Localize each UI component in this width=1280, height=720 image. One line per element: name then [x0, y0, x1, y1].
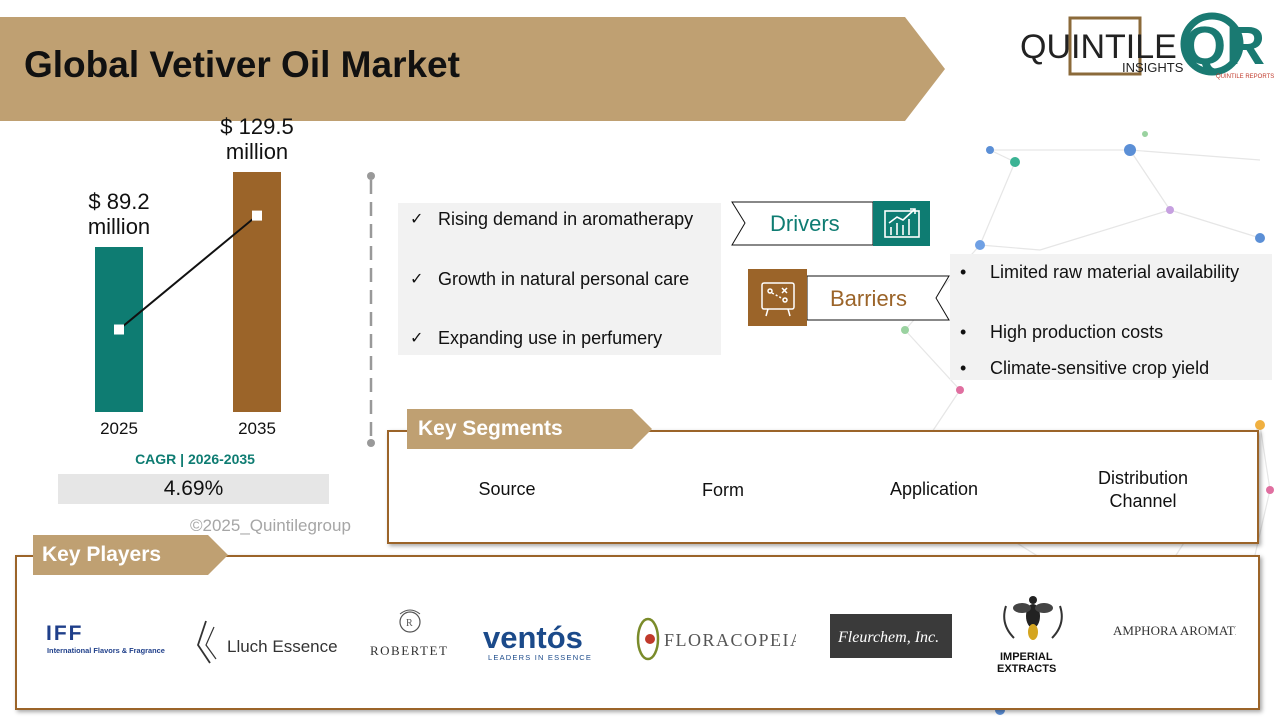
- bullet-icon: •: [960, 262, 967, 282]
- drivers-list: ✓Rising demand in aromatherapy ✓Growth i…: [398, 203, 721, 355]
- amphora-aromatics-logo: AMPHORA AROMATICS: [1113, 623, 1236, 638]
- svg-text:AMPHORA AROMATICS: AMPHORA AROMATICS: [1113, 623, 1236, 638]
- key-players-title: Key Players: [42, 543, 162, 566]
- segment-application: Application: [889, 479, 979, 499]
- brand-name: QUINTILE: [1020, 28, 1177, 66]
- key-segments-header: [407, 409, 652, 449]
- drivers-tag: [731, 201, 930, 246]
- check-icon: ✓: [410, 330, 424, 347]
- svg-text:ventós: ventós: [483, 620, 583, 655]
- brand-mark-sub: QUINTILE REPORTS: [1216, 74, 1274, 80]
- cagr-value: 4.69%: [58, 474, 329, 504]
- bullet-icon: •: [960, 322, 967, 342]
- iff-logo: IFF International Flavors & Fragrances: [46, 622, 165, 655]
- lluch-essence-logo: Lluch Essence: [197, 620, 338, 664]
- floracopeia-logo: FLORACOPEIA: [636, 617, 796, 661]
- svg-text:IFF: IFF: [46, 622, 84, 645]
- quintile-insights-logo: QUINTILE INSIGHTS QR QUINTILE REPORTS: [1020, 12, 1274, 80]
- strategy-board-icon: [761, 282, 795, 317]
- copyright-text: ©2025_Quintilegroup: [190, 516, 351, 535]
- svg-text:FLORACOPEIA: FLORACOPEIA: [664, 630, 796, 650]
- svg-text:Fleurchem, Inc.: Fleurchem, Inc.: [837, 629, 939, 646]
- segment-source: Source: [478, 479, 536, 499]
- trend-line-segment: [118, 214, 258, 331]
- fleurchem-logo: Fleurchem, Inc.: [830, 614, 952, 658]
- cagr-label: CAGR | 2026-2035: [135, 451, 255, 467]
- barriers-tag: [748, 269, 950, 326]
- svg-text:Lluch Essence: Lluch Essence: [227, 637, 338, 656]
- growth-chart-icon: [884, 208, 920, 238]
- bullet-icon: •: [960, 358, 967, 378]
- trend-line: [114, 210, 262, 335]
- brand-mark: QR: [1184, 16, 1265, 76]
- key-segments-panel: [387, 430, 1259, 544]
- ventos-logo: ventós LEADERS IN ESSENCE: [483, 620, 592, 662]
- barrier-item: •Limited raw material availability: [960, 262, 1240, 282]
- driver-item: ✓Growth in natural personal care: [410, 269, 690, 289]
- data-point-2025: [114, 324, 124, 335]
- svg-text:R: R: [406, 618, 413, 629]
- svg-text:ROBERTET: ROBERTET: [370, 643, 448, 658]
- check-icon: ✓: [410, 271, 424, 288]
- segment-form: Form: [702, 480, 744, 500]
- segment-distribution-channel: Distribution Channel: [1097, 468, 1189, 511]
- svg-text:LEADERS IN ESSENCE: LEADERS IN ESSENCE: [488, 653, 592, 662]
- year-label-2035: 2035: [238, 419, 276, 438]
- key-players-header: [33, 535, 228, 575]
- key-segments-title: Key Segments: [418, 417, 563, 440]
- year-label-2025: 2025: [100, 419, 138, 438]
- driver-item: ✓Expanding use in perfumery: [410, 328, 663, 348]
- barrier-item: •High production costs: [960, 322, 1164, 342]
- driver-item: ✓Rising demand in aromatherapy: [410, 209, 694, 229]
- svg-text:International Flavors & Fragra: International Flavors & Fragrances: [47, 646, 165, 655]
- page-title: Global Vetiver Oil Market: [24, 44, 460, 85]
- barrier-item: •Climate-sensitive crop yield: [960, 358, 1210, 378]
- timeline-divider: [367, 172, 375, 447]
- check-icon: ✓: [410, 211, 424, 228]
- drivers-label: Drivers: [770, 211, 840, 236]
- title-banner: [0, 17, 945, 121]
- robertet-logo: R ROBERTET: [370, 609, 448, 658]
- brand-sub: INSIGHTS: [1122, 60, 1184, 75]
- data-point-2035: [252, 210, 262, 221]
- barriers-label: Barriers: [830, 286, 908, 311]
- barriers-list: •Limited raw material availability •High…: [950, 254, 1272, 380]
